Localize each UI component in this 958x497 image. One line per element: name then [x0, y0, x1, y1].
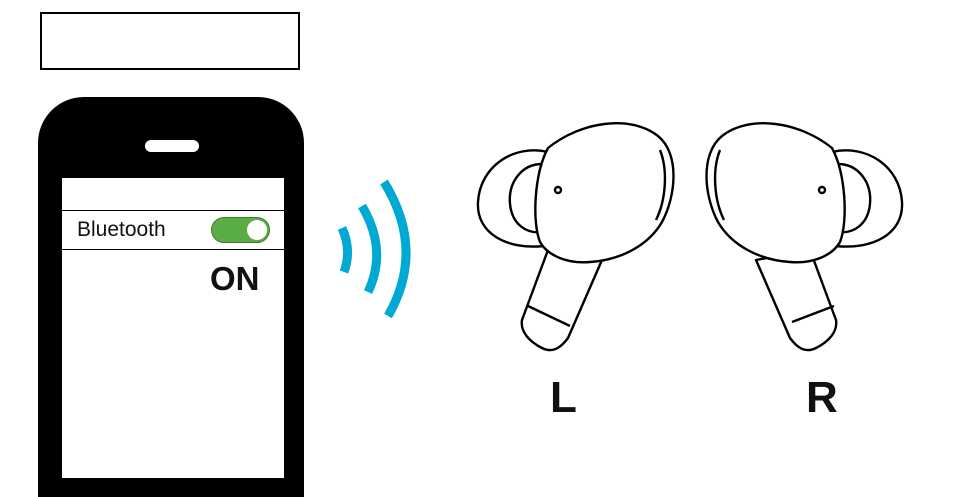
left-earbud-label: L: [550, 373, 577, 422]
signal-wave-large: [380, 179, 411, 319]
earbuds-illustration: [476, 122, 904, 352]
phone-speaker: [145, 140, 199, 152]
left-earbud: [476, 122, 675, 352]
bluetooth-toggle[interactable]: [211, 217, 270, 243]
bluetooth-status: ON: [210, 260, 260, 297]
signal-wave-medium: [358, 203, 382, 294]
label-box: [40, 12, 300, 70]
bluetooth-setting-row: Bluetooth: [62, 210, 284, 250]
left-earbud-body: [534, 122, 675, 264]
right-stem: [754, 248, 838, 352]
right-earbud: [705, 122, 904, 352]
toggle-knob: [247, 220, 267, 240]
bluetooth-label: Bluetooth: [77, 218, 166, 241]
phone-screen: Bluetooth ON: [62, 178, 284, 478]
right-earbud-body: [705, 122, 846, 264]
wireless-signal-icon: [337, 179, 411, 319]
right-earbud-label: R: [806, 373, 838, 422]
signal-wave-small: [337, 226, 352, 274]
left-stem: [520, 248, 604, 352]
